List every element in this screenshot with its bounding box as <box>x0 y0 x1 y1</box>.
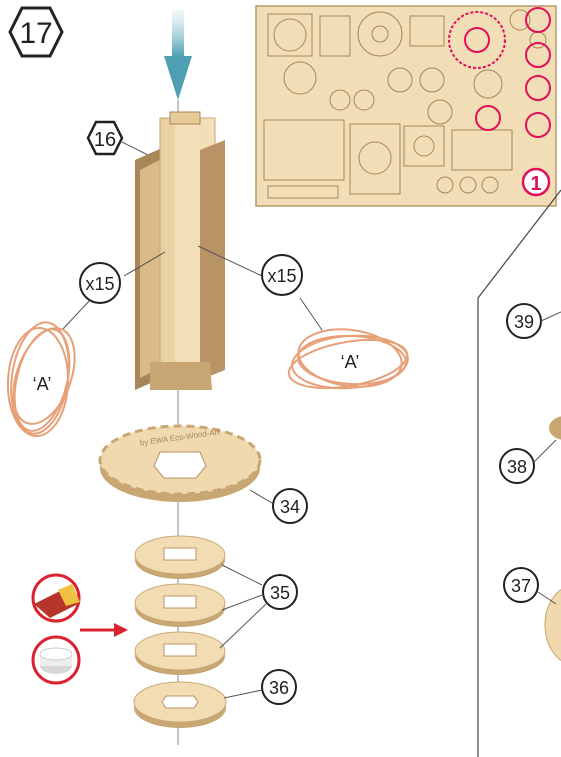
step-badge: 17 <box>10 8 62 56</box>
svg-text:16: 16 <box>94 129 116 151</box>
ring <box>135 632 225 675</box>
svg-text:39: 39 <box>514 312 534 332</box>
part-sheet: 1 <box>256 6 556 206</box>
part-39-callout: 39 <box>507 304 561 338</box>
sheet-number: 1 <box>530 173 541 195</box>
svg-text:36: 36 <box>269 678 289 698</box>
rubber-bands-right: ‘A’ <box>285 323 411 396</box>
sandpaper-icon <box>33 575 80 621</box>
rings-part-35 <box>135 536 225 675</box>
red-arrow-icon <box>80 623 128 637</box>
ring-part-36 <box>134 682 226 728</box>
part-37-callout: 37 <box>504 568 561 665</box>
tower-part-16 <box>135 112 225 390</box>
svg-text:37: 37 <box>511 576 531 596</box>
svg-text:35: 35 <box>270 583 290 603</box>
ring <box>135 536 225 579</box>
part-34-callout: 34 <box>250 489 307 523</box>
part-35-callout: 35 <box>220 565 297 648</box>
step-number: 17 <box>19 17 52 50</box>
ring <box>135 584 225 627</box>
part-38-callout: 38 <box>500 416 561 483</box>
svg-text:‘A’: ‘A’ <box>33 374 52 394</box>
svg-text:x15: x15 <box>85 274 114 294</box>
svg-text:38: 38 <box>507 457 527 477</box>
gear-part-34: by EWA Eco-Wood-Art <box>100 426 260 502</box>
svg-text:x15: x15 <box>267 266 296 286</box>
candle-icon <box>33 637 79 683</box>
part-36-callout: 36 <box>224 670 296 704</box>
svg-text:34: 34 <box>280 497 300 517</box>
rubber-bands-left: ‘A’ <box>2 319 87 438</box>
svg-text:‘A’: ‘A’ <box>341 352 360 372</box>
blue-arrow-icon <box>164 10 192 100</box>
part-16-badge: 16 <box>88 122 150 156</box>
